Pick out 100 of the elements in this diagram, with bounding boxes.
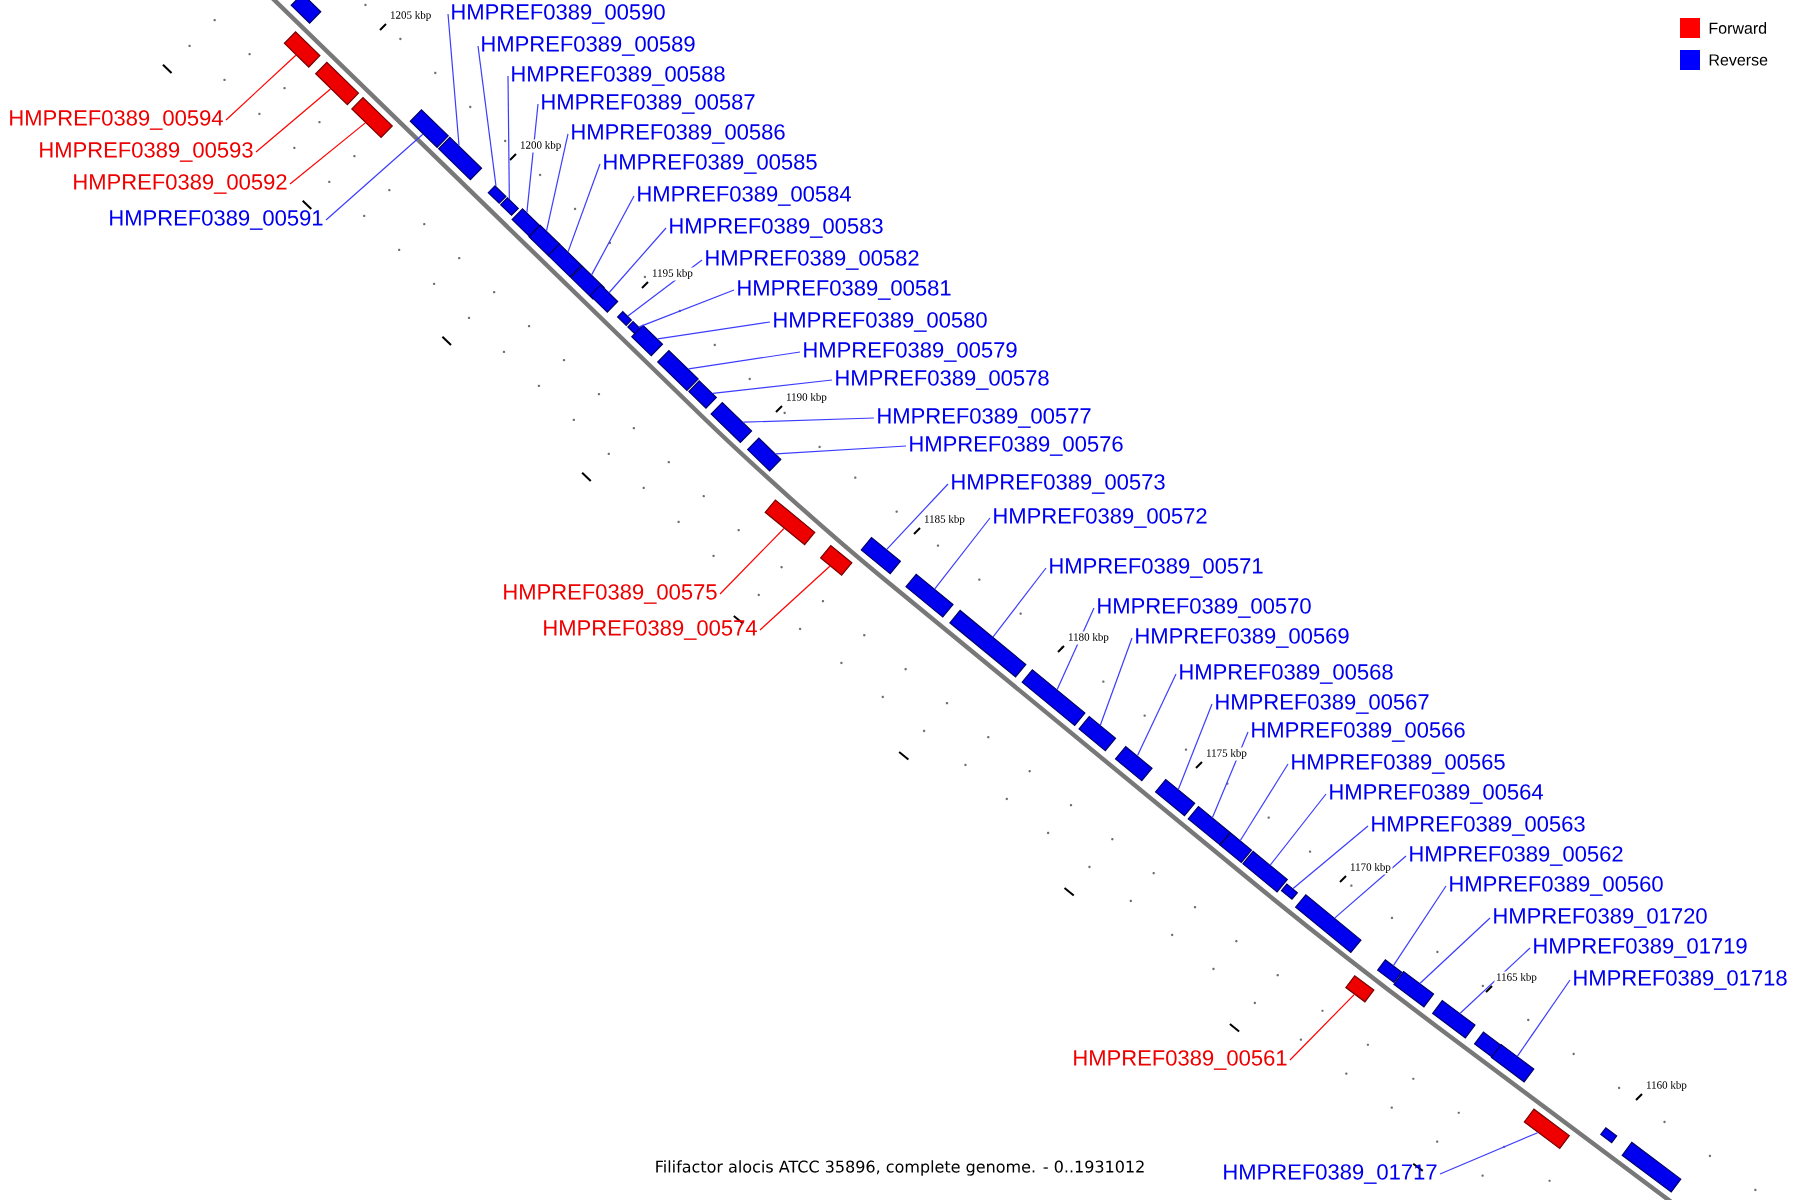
leader-line	[1136, 673, 1177, 757]
gene-block	[437, 136, 483, 181]
gene-block	[1599, 1126, 1618, 1144]
gene-label: HMPREF0389_01719	[1534, 938, 1747, 958]
gene-label: HMPREF0389_00570	[1098, 598, 1311, 618]
gene-label: HMPREF0389_00592	[74, 174, 287, 194]
gene-label: HMPREF0389_00580	[774, 312, 987, 332]
gene-block	[710, 401, 753, 444]
gene-label: HMPREF0389_00589	[482, 36, 695, 56]
gene-label: HMPREF0389_00562	[1410, 846, 1623, 866]
gene-block	[1187, 805, 1231, 846]
gene-label: HMPREF0389_00590	[452, 4, 665, 24]
gene-block	[1490, 1043, 1535, 1083]
leader-line	[657, 321, 771, 340]
leader-line	[1392, 885, 1447, 966]
leader-line	[627, 259, 703, 317]
leader-line	[638, 289, 735, 328]
gene-block	[1621, 1141, 1682, 1193]
leader-line	[1056, 607, 1095, 691]
gene-label: HMPREF0389_00582	[706, 250, 919, 270]
gene-label: HMPREF0389_00561	[1074, 1050, 1287, 1070]
leader-line	[759, 565, 831, 631]
leader-line	[688, 351, 801, 370]
legend-label: Forward	[1709, 22, 1767, 34]
leader-line	[719, 527, 785, 595]
gene-label: HMPREF0389_00587	[542, 94, 755, 114]
leader-line	[545, 133, 569, 232]
gene-label: HMPREF0389_00566	[1252, 722, 1465, 742]
gene-block	[283, 31, 321, 68]
gene-block	[1431, 999, 1476, 1039]
gene-label: HMPREF0389_00593	[40, 142, 253, 162]
leader-line	[886, 483, 949, 550]
leader-line	[1177, 703, 1213, 790]
leader-line	[1269, 793, 1327, 866]
leader-line	[1419, 917, 1491, 984]
gene-block	[1345, 974, 1375, 1003]
gene-label: HMPREF0389_00576	[910, 436, 1123, 456]
gene-label: HMPREF0389_00591	[110, 210, 323, 230]
leader-line	[1334, 855, 1407, 919]
gene-block	[547, 243, 583, 278]
gene-block	[314, 61, 360, 106]
gene-block	[511, 208, 541, 237]
leader-line	[1289, 993, 1355, 1061]
gene-label: HMPREF0389_00588	[512, 66, 725, 86]
leader-line	[225, 54, 297, 121]
gene-label: HMPREF0389_00563	[1372, 816, 1585, 836]
leader-line	[1099, 637, 1133, 726]
gene-label: HMPREF0389_01720	[1494, 908, 1707, 928]
gene-block	[630, 324, 664, 357]
gene-block	[764, 499, 816, 546]
gene-label: HMPREF0389_00584	[638, 186, 851, 206]
gene-label: HMPREF0389_00574	[544, 620, 757, 640]
leader-line	[447, 13, 460, 147]
gene-label: HMPREF0389_00564	[1330, 784, 1543, 804]
gene-label: HMPREF0389_00577	[878, 408, 1091, 428]
gene-label: HMPREF0389_00572	[994, 508, 1207, 528]
gene-block	[819, 544, 853, 576]
gene-block	[589, 284, 619, 313]
leader-line	[712, 379, 833, 394]
gene-block	[1376, 959, 1403, 984]
leader-line	[1212, 731, 1249, 818]
gene-block	[528, 224, 561, 257]
gene-label: HMPREF0389_00579	[804, 342, 1017, 362]
gene-label: HMPREF0389_00573	[952, 474, 1165, 494]
leader-line	[992, 567, 1047, 638]
leader-line	[507, 75, 510, 200]
leader-line	[591, 195, 635, 276]
gene-label: HMPREF0389_01717	[1224, 1164, 1437, 1184]
leader-line	[742, 417, 875, 423]
gene-block	[1219, 831, 1253, 864]
gene-label: HMPREF0389_00560	[1450, 876, 1663, 896]
gene-block	[1393, 970, 1435, 1008]
gene-label: HMPREF0389_00581	[738, 280, 951, 300]
gene-label: HMPREF0389_00575	[504, 584, 717, 604]
leader-line	[567, 163, 601, 253]
leader-line	[325, 133, 424, 221]
leader-line	[477, 45, 497, 187]
leader-line	[1292, 825, 1369, 890]
gene-block	[746, 437, 782, 472]
legend-label: Reverse	[1709, 54, 1768, 66]
gene-block	[1114, 745, 1153, 782]
leader-line	[1239, 763, 1289, 841]
gene-label: HMPREF0389_00586	[572, 124, 785, 144]
leader-line	[526, 103, 539, 213]
gene-block	[656, 349, 699, 392]
leader-line	[775, 445, 907, 455]
caption: Filifactor alocis ATCC 35896, complete genome. - 0..1931012	[656, 1160, 1144, 1176]
gene-label: HMPREF0389_00571	[1050, 558, 1263, 578]
leader-line	[289, 122, 366, 185]
leader-line	[1459, 947, 1531, 1014]
gene-block	[1078, 715, 1117, 752]
gene-block	[1294, 893, 1362, 954]
gene-label: HMPREF0389_00565	[1292, 754, 1505, 774]
gene-label: HMPREF0389_00578	[836, 370, 1049, 390]
gene-block	[905, 573, 954, 618]
gene-label: HMPREF0389_00594	[10, 110, 223, 130]
gene-label: HMPREF0389_00567	[1216, 694, 1429, 714]
gene-label: HMPREF0389_01718	[1574, 970, 1787, 990]
leader-line	[608, 227, 667, 294]
leader-line	[255, 88, 332, 153]
